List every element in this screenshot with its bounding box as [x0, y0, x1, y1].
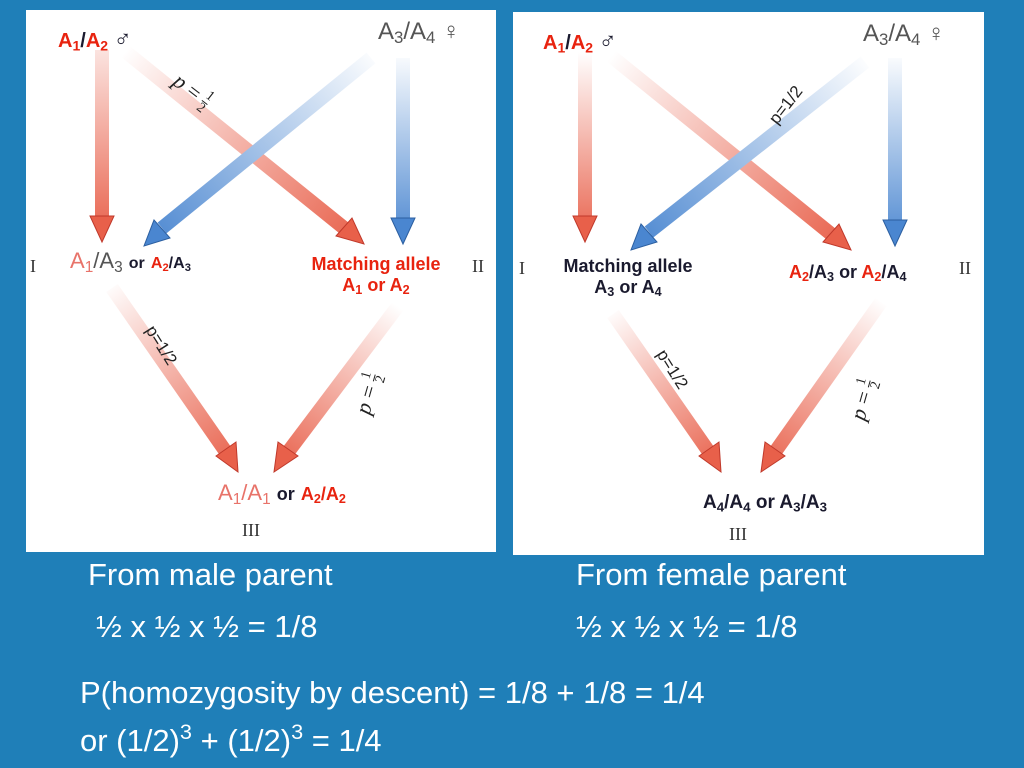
left-male-genotype: A1/A2 ♂ — [58, 26, 132, 54]
male-symbol-icon: ♂ — [598, 28, 617, 55]
left-roman-ii: II — [472, 256, 484, 276]
left-generation-ii-label: Matching allele A1 or A2 — [311, 254, 441, 297]
female-parent-calculation: ½ x ½ x ½ = 1/8 — [576, 609, 798, 644]
arrow-male-to-i — [89, 50, 115, 244]
left-arrows — [89, 46, 416, 474]
female-symbol-icon: ♀ — [927, 20, 946, 47]
arrow-male-to-i — [572, 52, 598, 244]
right-male-genotype: A1/A2 ♂ — [543, 28, 617, 56]
summary-line-2: or (1/2)3 + (1/2)3 = 1/4 — [80, 719, 382, 758]
female-symbol-icon: ♀ — [442, 18, 461, 45]
male-parent-calculation: ½ x ½ x ½ = 1/8 — [96, 609, 318, 644]
male-symbol-icon: ♂ — [113, 26, 132, 53]
right-roman-iii: III — [729, 524, 747, 544]
left-pedigree-panel: A1/A2 ♂ A3/A4 ♀ p = 1 2 I II III A1/A3 o… — [26, 10, 496, 552]
summary-line-1: P(homozygosity by descent) = 1/8 + 1/8 =… — [80, 675, 705, 710]
right-roman-ii: II — [959, 258, 971, 278]
arrow-i-to-iii — [106, 284, 239, 474]
left-generation-i-genotypes: A1/A3 or A2/A3 — [70, 248, 191, 276]
right-generation-ii-genotypes: A2/A3 or A2/A4 — [789, 262, 907, 285]
arrow-ii-to-iii — [273, 301, 404, 474]
right-pedigree-panel: A1/A2 ♂ A3/A4 ♀ p=1/2 I II III Matching … — [513, 12, 984, 555]
arrow-i-to-iii — [607, 310, 722, 474]
arrow-male-to-ii — [606, 50, 852, 251]
arrow-ii-to-iii — [760, 297, 887, 474]
right-generation-iii-genotypes: A4/A4 or A3/A3 — [703, 492, 827, 515]
left-generation-iii-genotypes: A1/A1 or A2/A2 — [218, 480, 346, 508]
right-female-genotype: A3/A4 ♀ — [863, 20, 946, 50]
right-roman-i: I — [519, 258, 525, 278]
arrow-female-to-ii — [882, 58, 908, 248]
right-generation-i-label: Matching allele A3 or A4 — [563, 256, 693, 299]
right-arrows — [572, 50, 908, 474]
arrow-female-to-i — [630, 56, 870, 251]
left-female-genotype: A3/A4 ♀ — [378, 18, 461, 48]
arrow-female-to-ii — [390, 58, 416, 246]
male-parent-title: From male parent — [88, 557, 333, 592]
arrow-male-to-ii — [121, 46, 365, 245]
female-parent-title: From female parent — [576, 557, 847, 592]
left-roman-i: I — [30, 256, 36, 276]
arrow-female-to-i — [143, 52, 376, 247]
left-roman-iii: III — [242, 520, 260, 540]
